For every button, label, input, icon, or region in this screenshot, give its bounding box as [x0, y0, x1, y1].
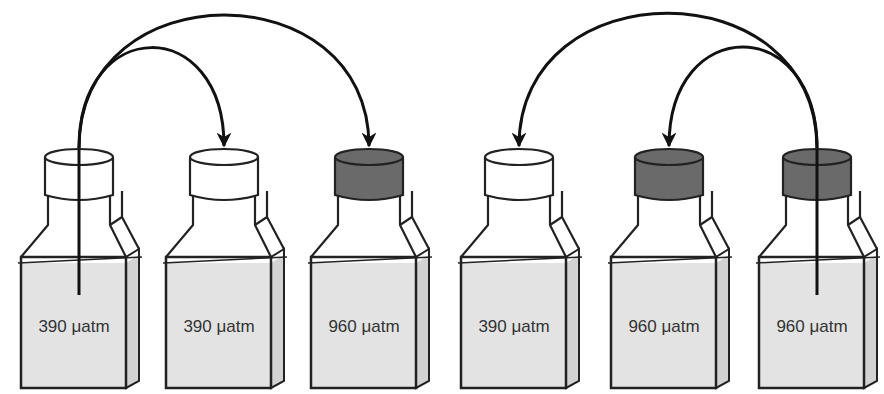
bottle-drawing: [308, 145, 433, 390]
co2-level: 390 μatm: [23, 317, 125, 337]
co2-level: 960 μatm: [313, 317, 415, 337]
transfer-arrow: [79, 48, 224, 148]
co2-level: 960 μatm: [613, 317, 715, 337]
co2-level: 390 μatm: [463, 317, 565, 337]
bottle-drawing: [18, 145, 143, 390]
culture-bottle: 960 μatm: [308, 145, 433, 390]
bottle-drawing: [458, 145, 583, 390]
transfer-arrow: [519, 13, 817, 148]
transfer-arrow: [669, 47, 817, 148]
culture-bottle: 390 μatm: [163, 145, 288, 390]
culture-bottle: 960 μatm: [608, 145, 733, 390]
co2-level: 390 μatm: [168, 317, 270, 337]
transfer-arrow: [79, 15, 369, 148]
bottle-drawing: [163, 145, 288, 390]
culture-bottle: 960 μatm: [756, 145, 881, 390]
culture-bottle: 390 μatm: [18, 145, 143, 390]
culture-bottle: 390 μatm: [458, 145, 583, 390]
bottle-drawing: [756, 145, 881, 390]
co2-level: 960 μatm: [761, 317, 863, 337]
bottle-drawing: [608, 145, 733, 390]
